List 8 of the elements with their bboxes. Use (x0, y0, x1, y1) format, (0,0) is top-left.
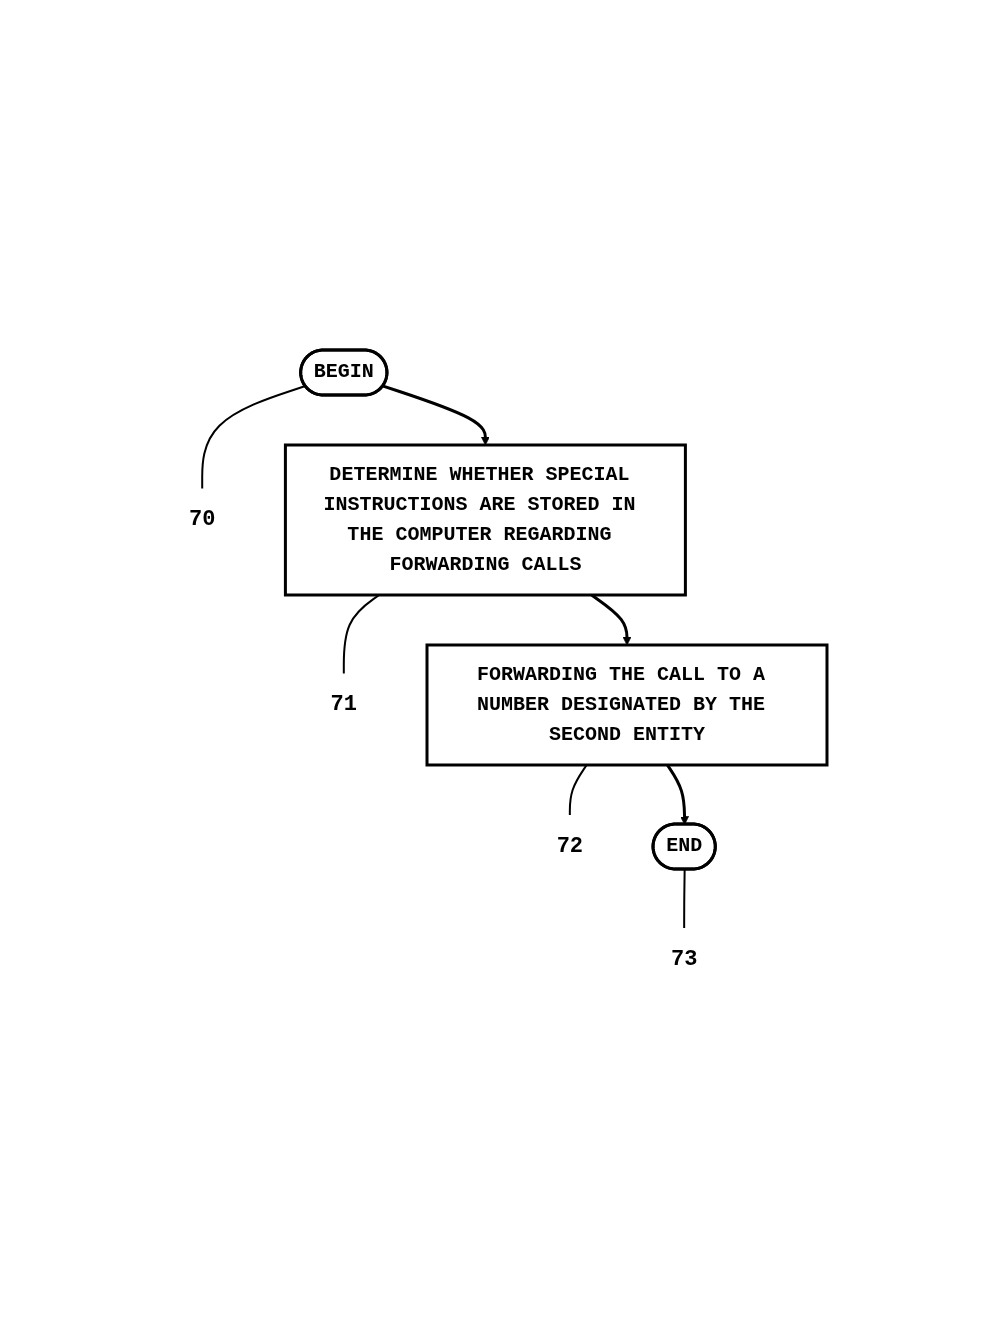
node-text: 71 (330, 691, 358, 717)
node-box: DETERMINE WHETHER SPECIAL INSTRUCTIONS ARE STORED IN THE COMPUTER REGARDING FORWARDING CALLS (283, 443, 687, 596)
node-text: 72 (556, 833, 584, 859)
node-text: 73 (670, 946, 698, 972)
arrow (382, 384, 490, 445)
node-box: FORWARDING THE CALL TO A NUMBER DESIGNATED BY THE SECOND ENTITY (425, 643, 829, 766)
connector (683, 868, 686, 929)
node-text: 70 (189, 507, 216, 532)
